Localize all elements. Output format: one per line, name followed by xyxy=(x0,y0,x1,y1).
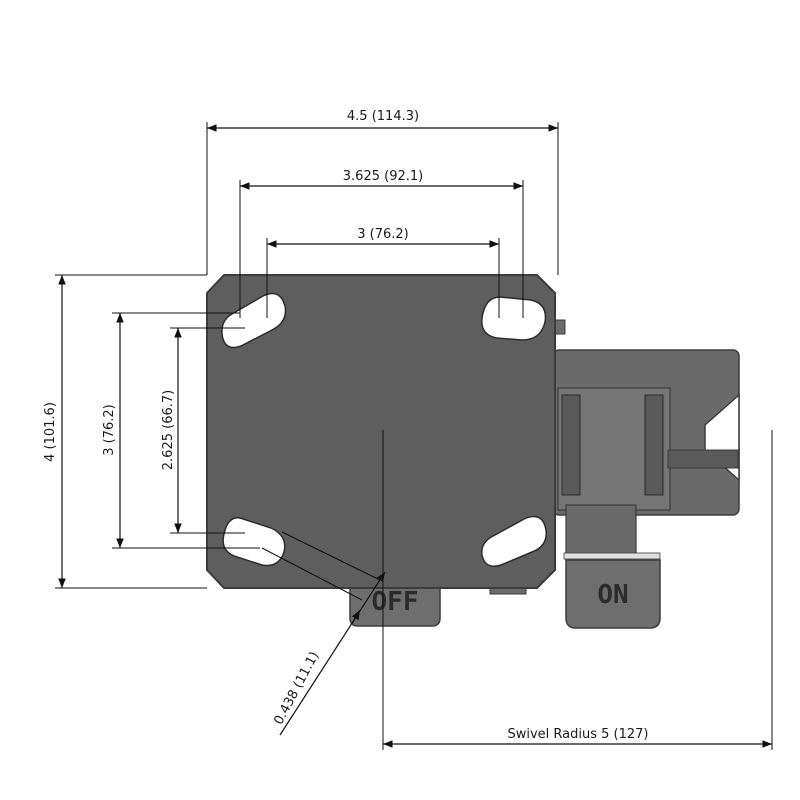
dim-bolt-height-outer-label: 3 (76.2) xyxy=(102,404,117,456)
dim-bolt-width-outer: 3.625 (92.1) xyxy=(239,169,524,318)
bolt-slot-bottom-left xyxy=(222,517,286,567)
dim-bolt-height-outer: 3 (76.2) xyxy=(102,312,260,549)
dim-bolt-width-inner-label: 3 (76.2) xyxy=(357,227,409,242)
caster-body xyxy=(489,319,740,595)
brake-label-on: ON xyxy=(597,580,628,610)
dim-swivel-radius: Swivel Radius 5 (127) xyxy=(382,430,773,750)
dim-bolt-width-inner: 3 (76.2) xyxy=(266,227,500,318)
brake-pedal-on: ON xyxy=(565,559,661,629)
brake-label-off: OFF xyxy=(372,587,419,617)
dim-bolt-width-outer-label: 3.625 (92.1) xyxy=(343,169,423,184)
dim-overall-height-label: 4 (101.6) xyxy=(43,402,58,462)
dim-bolt-slot-label: 0.438 (11.1) xyxy=(271,649,322,727)
dim-overall-width-label: 4.5 (114.3) xyxy=(347,109,419,124)
dim-bolt-height-inner: 2.625 (66.7) xyxy=(161,327,245,534)
brake-pedal-off: OFF xyxy=(349,581,441,627)
dim-bolt-height-inner-label: 2.625 (66.7) xyxy=(161,390,176,470)
dim-overall-width: 4.5 (114.3) xyxy=(206,109,559,275)
top-plate xyxy=(206,274,556,589)
dim-swivel-radius-label: Swivel Radius 5 (127) xyxy=(507,727,648,742)
bolt-slot-top-right xyxy=(481,296,547,341)
dim-overall-height: 4 (101.6) xyxy=(43,274,207,589)
bolt-slot-bottom-right xyxy=(481,515,547,567)
